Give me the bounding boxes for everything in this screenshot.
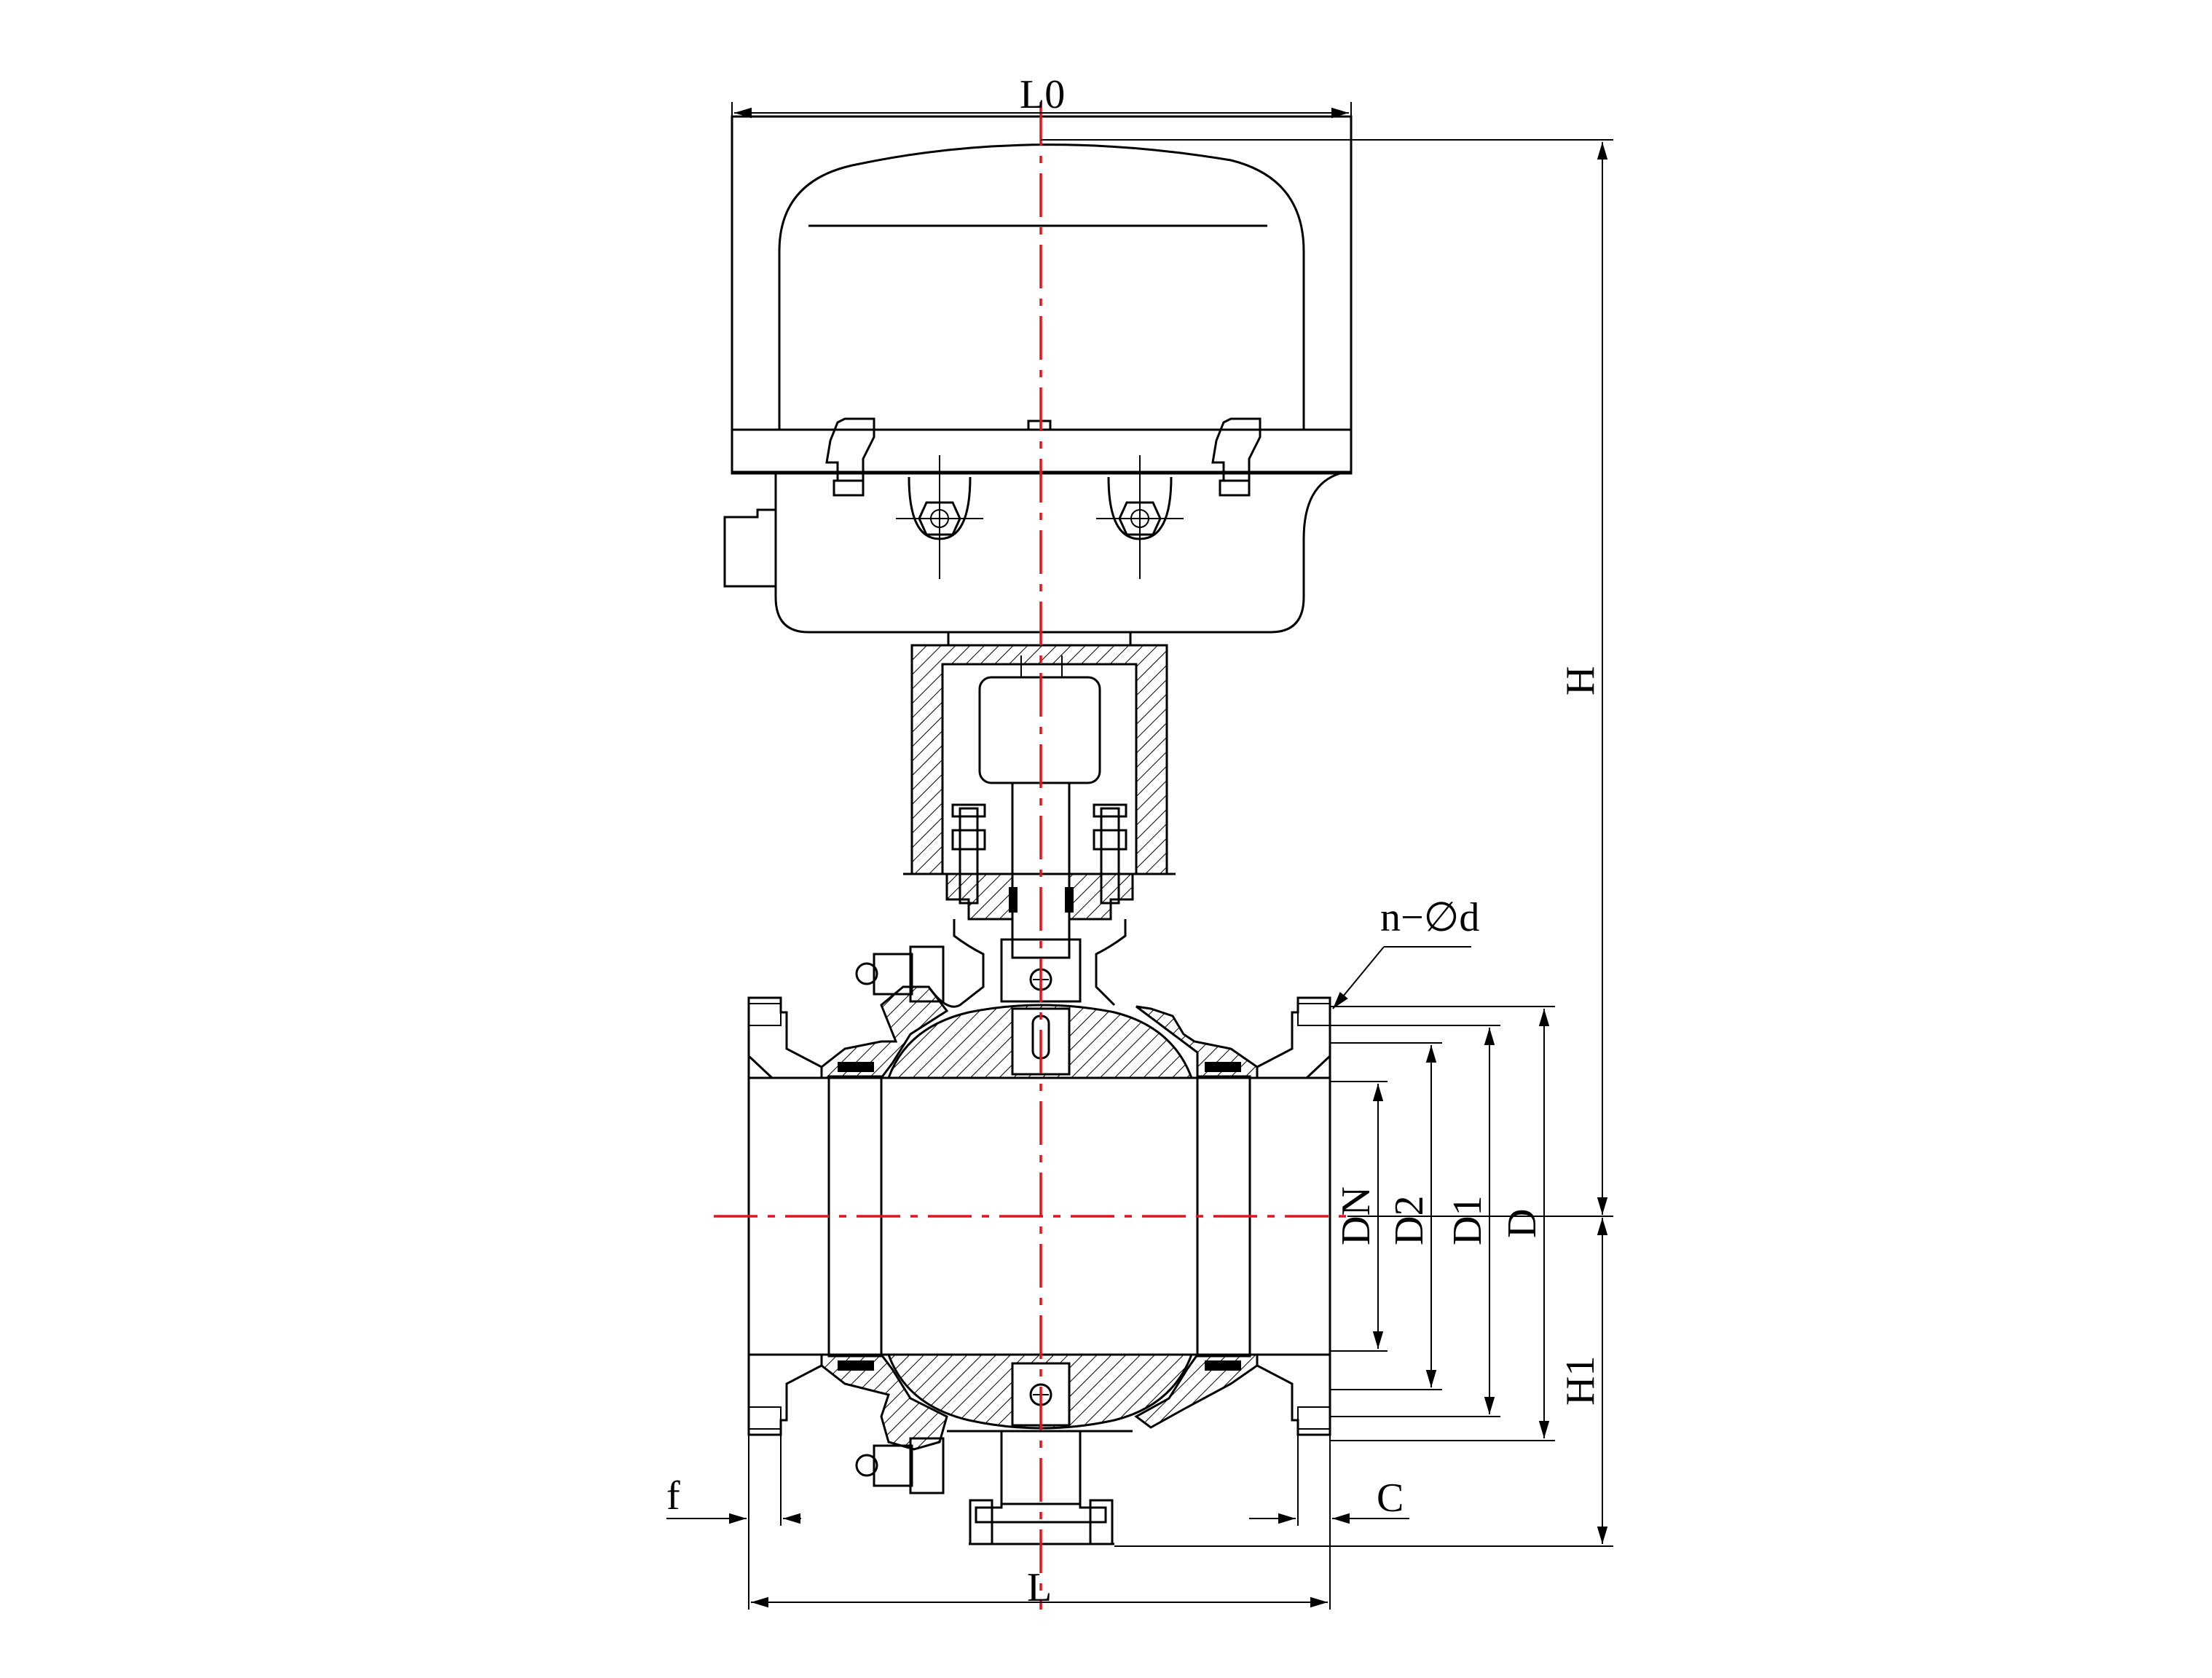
actuator-housing — [774, 472, 1341, 634]
label-D1: D1 — [1445, 1196, 1490, 1245]
label-H1: H1 — [1558, 1356, 1603, 1406]
latch-right — [1211, 417, 1262, 497]
label-D: D — [1500, 1209, 1545, 1238]
latch-left — [825, 417, 875, 497]
valve-body — [747, 945, 1331, 1545]
labels: L0 H H1 n−∅d DN D2 D1 D f C L — [666, 72, 1603, 1610]
body-bolt-lower — [855, 1437, 945, 1494]
label-D2: D2 — [1387, 1196, 1432, 1245]
actuator — [723, 115, 1353, 634]
bolt-right — [1096, 455, 1184, 579]
mounting-bracket — [903, 631, 1176, 1008]
bolt-left — [896, 455, 983, 579]
body-bolt-upper — [855, 945, 945, 1003]
label-DN: DN — [1334, 1186, 1379, 1245]
label-L: L — [1027, 1565, 1052, 1610]
label-L0: L0 — [1020, 72, 1065, 117]
label-f: f — [666, 1473, 680, 1519]
label-C: C — [1377, 1476, 1404, 1521]
label-n-d: n−∅d — [1380, 895, 1479, 940]
label-H: H — [1558, 666, 1603, 696]
dimensions — [666, 102, 1613, 1610]
